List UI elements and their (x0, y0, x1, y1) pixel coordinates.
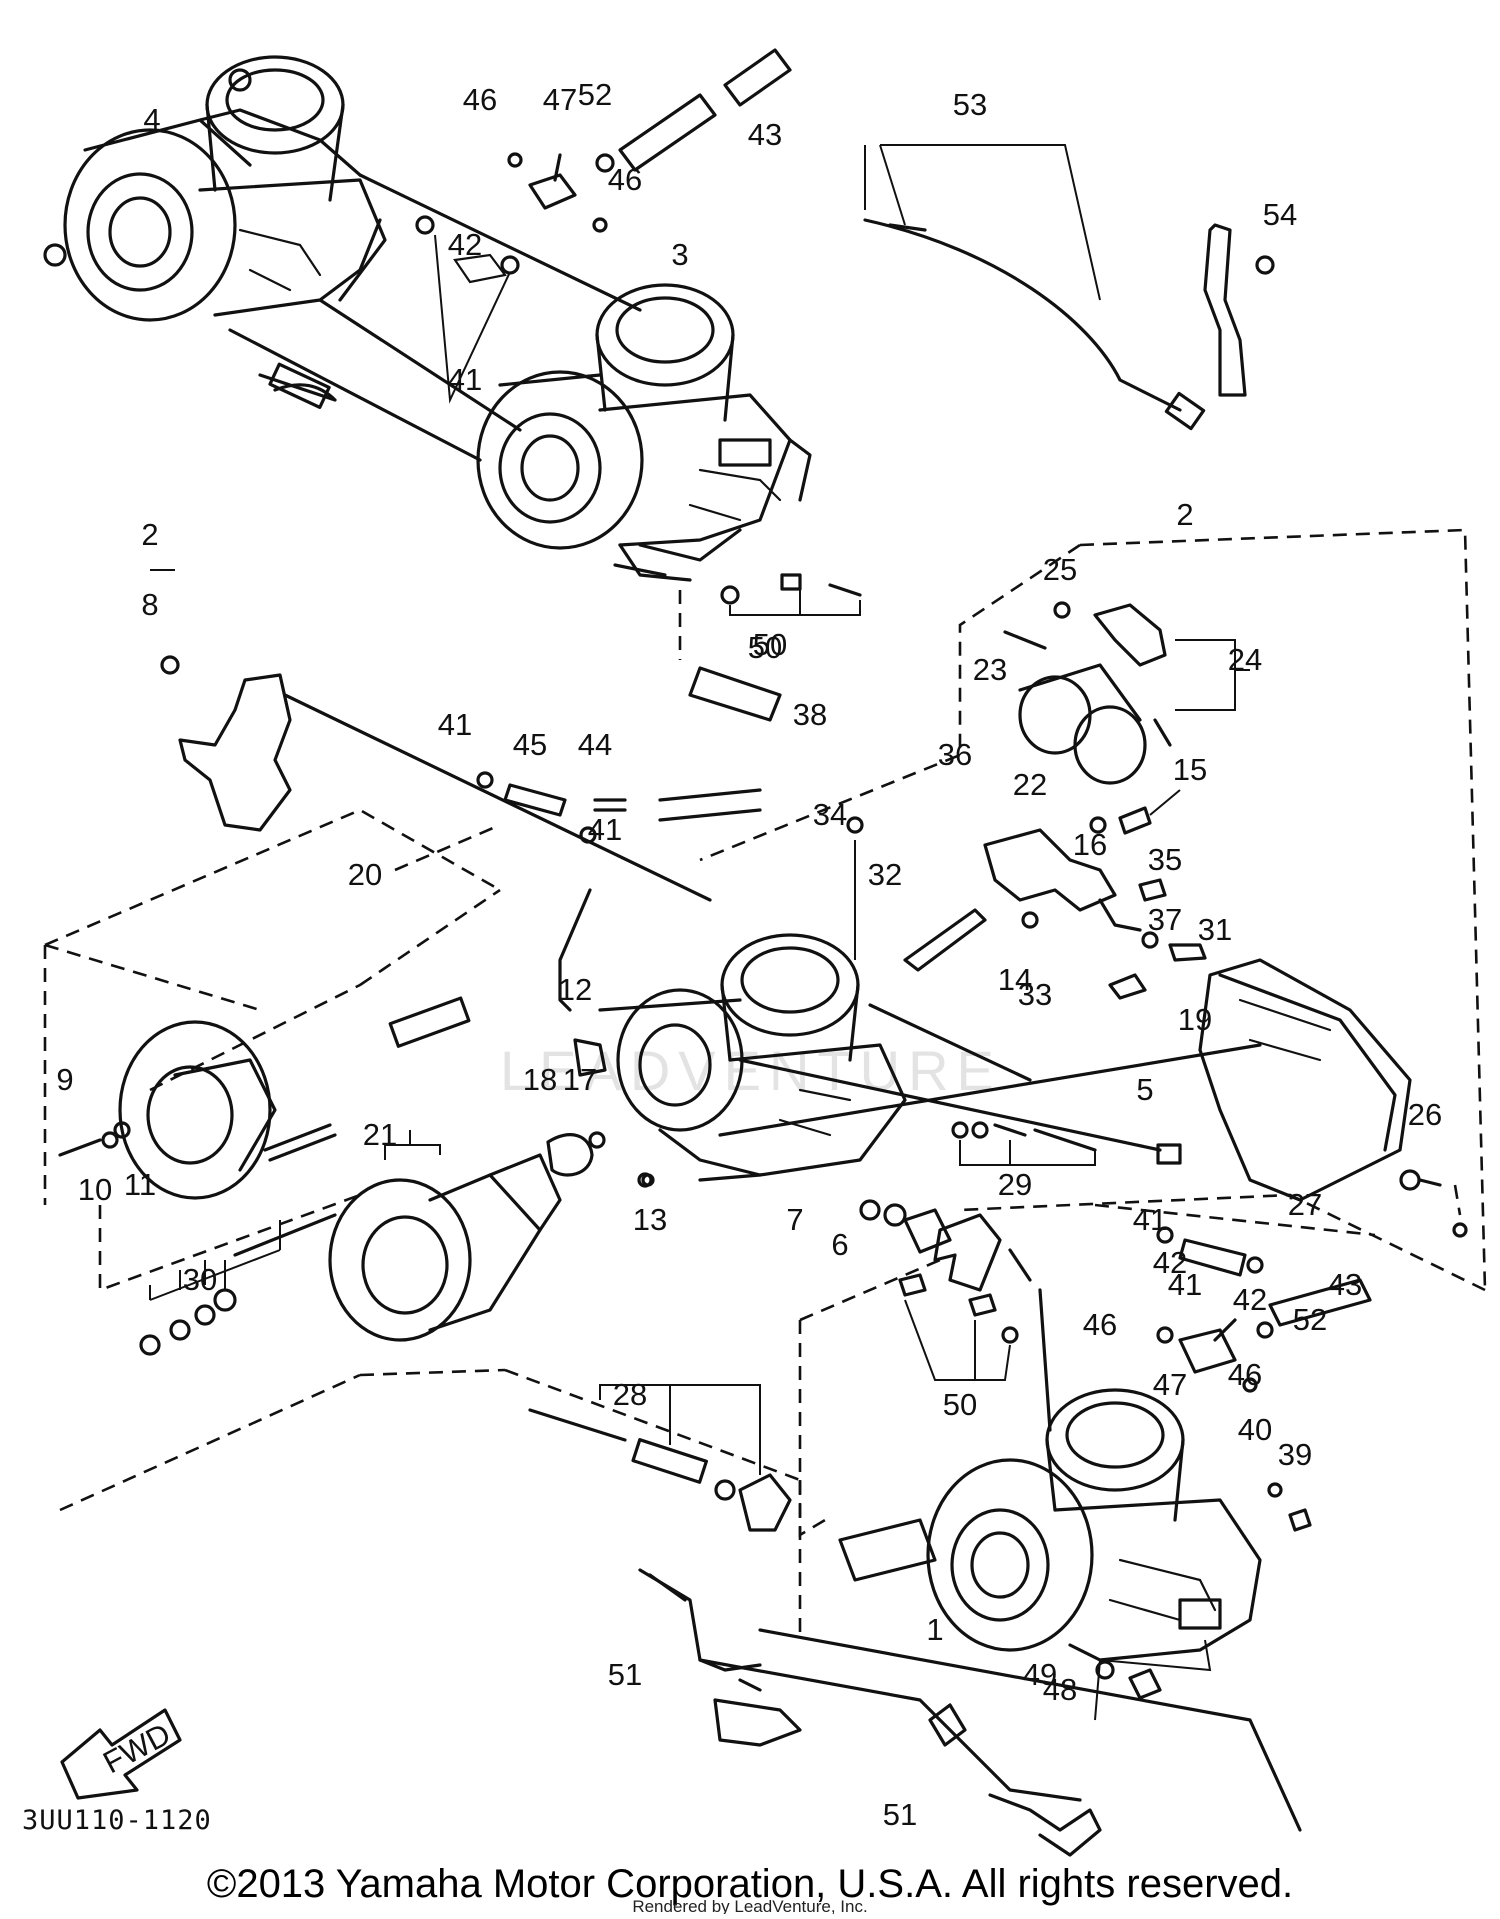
callout-5: 5 (1136, 1072, 1153, 1107)
top-carburetor-bank (43, 55, 812, 582)
callout-46: 46 (1228, 1357, 1262, 1392)
callout-41: 41 (438, 707, 472, 742)
left-subassemblies (43, 569, 712, 1356)
callout-3: 3 (671, 237, 688, 272)
callout-53: 53 (953, 87, 987, 122)
callout-51: 51 (608, 1657, 642, 1692)
callout-31: 31 (1198, 912, 1232, 947)
callout-35: 35 (1148, 842, 1182, 877)
callout-48: 48 (1043, 1672, 1077, 1707)
callout-29: 29 (998, 1167, 1032, 1202)
callout-7: 7 (786, 1202, 803, 1237)
callout-26: 26 (1408, 1097, 1442, 1132)
callout-46: 46 (463, 82, 497, 117)
callout-10: 10 (78, 1172, 112, 1207)
callout-41: 41 (1168, 1267, 1202, 1302)
callout-11: 11 (124, 1167, 156, 1202)
callout-47: 47 (543, 82, 577, 117)
callout-13: 13 (633, 1202, 667, 1237)
part-code: 3UU110-1120 (22, 1805, 212, 1836)
callout-42: 42 (1153, 1245, 1187, 1280)
callout-38: 38 (793, 697, 827, 732)
callout-36: 36 (938, 737, 972, 772)
callout-20: 20 (348, 857, 382, 892)
callout-23: 23 (973, 652, 1007, 687)
callout-39: 39 (1278, 1437, 1312, 1472)
callout-14: 14 (998, 962, 1032, 997)
callout-32: 32 (868, 857, 902, 892)
render-note: Rendered by LeadVenture, Inc. (632, 1897, 867, 1914)
callout-27: 27 (1288, 1187, 1322, 1222)
callout-2: 2 (141, 517, 158, 552)
callout-41: 41 (588, 812, 622, 847)
callout-50: 50 (753, 627, 787, 662)
callout-41: 41 (448, 362, 482, 397)
callout-42: 42 (1233, 1282, 1267, 1317)
watermark: LEADVENTURE (500, 1039, 1002, 1102)
callout-43: 43 (1328, 1267, 1362, 1302)
callout-43: 43 (748, 117, 782, 152)
callout-50: 50 (943, 1387, 977, 1422)
right-subassemblies (699, 528, 1487, 1292)
callout-46: 46 (608, 162, 642, 197)
center-carburetor (476, 771, 1262, 1227)
callout-44: 44 (578, 727, 612, 762)
callout-21: 21 (363, 1117, 397, 1152)
callout-24: 24 (1228, 642, 1262, 677)
copyright-notice: ©2013 Yamaha Motor Corporation, U.S.A. A… (207, 1862, 1293, 1906)
callout-2: 2 (1176, 497, 1193, 532)
callout-17: 17 (563, 1062, 597, 1097)
top-fuel-fittings (415, 48, 792, 404)
lower-carburetor-bank (59, 1208, 1312, 1857)
callout-47: 47 (1153, 1367, 1187, 1402)
lower-right-fittings (1156, 1226, 1372, 1393)
callout-16: 16 (1073, 827, 1107, 862)
callout-8: 8 (141, 587, 158, 622)
callout-22: 22 (1013, 767, 1047, 802)
callout-34: 34 (813, 797, 847, 832)
callout-51: 51 (883, 1797, 917, 1832)
callout-25: 25 (1043, 552, 1077, 587)
callout-30: 30 (183, 1262, 217, 1297)
callout-28: 28 (613, 1377, 647, 1412)
callout-12: 12 (558, 972, 592, 1007)
callout-49: 49 (1023, 1657, 1057, 1692)
callout-52: 52 (1293, 1302, 1327, 1337)
callout-6: 6 (831, 1227, 848, 1262)
callout-33: 33 (1018, 977, 1052, 1012)
callout-41: 41 (1133, 1202, 1167, 1237)
callout-37: 37 (1148, 902, 1182, 937)
callout-18: 18 (523, 1062, 557, 1097)
callout-9: 9 (56, 1062, 73, 1097)
fwd-label: FWD (97, 1716, 176, 1780)
callout-19: 19 (1178, 1002, 1212, 1037)
fwd-arrow-icon: FWD (60, 1708, 182, 1800)
callout-46: 46 (1083, 1307, 1117, 1342)
callout-40: 40 (1238, 1412, 1272, 1447)
top-adjust-screws (613, 563, 862, 722)
callout-54: 54 (1263, 197, 1297, 232)
callout-15: 15 (1173, 752, 1207, 787)
callout-42: 42 (448, 227, 482, 262)
callout-52: 52 (578, 77, 612, 112)
callout-50: 50 (748, 630, 782, 665)
throttle-cable-assembly (863, 144, 1275, 431)
callout-1: 1 (926, 1612, 943, 1647)
callout-4: 4 (143, 102, 160, 137)
callout-45: 45 (513, 727, 547, 762)
